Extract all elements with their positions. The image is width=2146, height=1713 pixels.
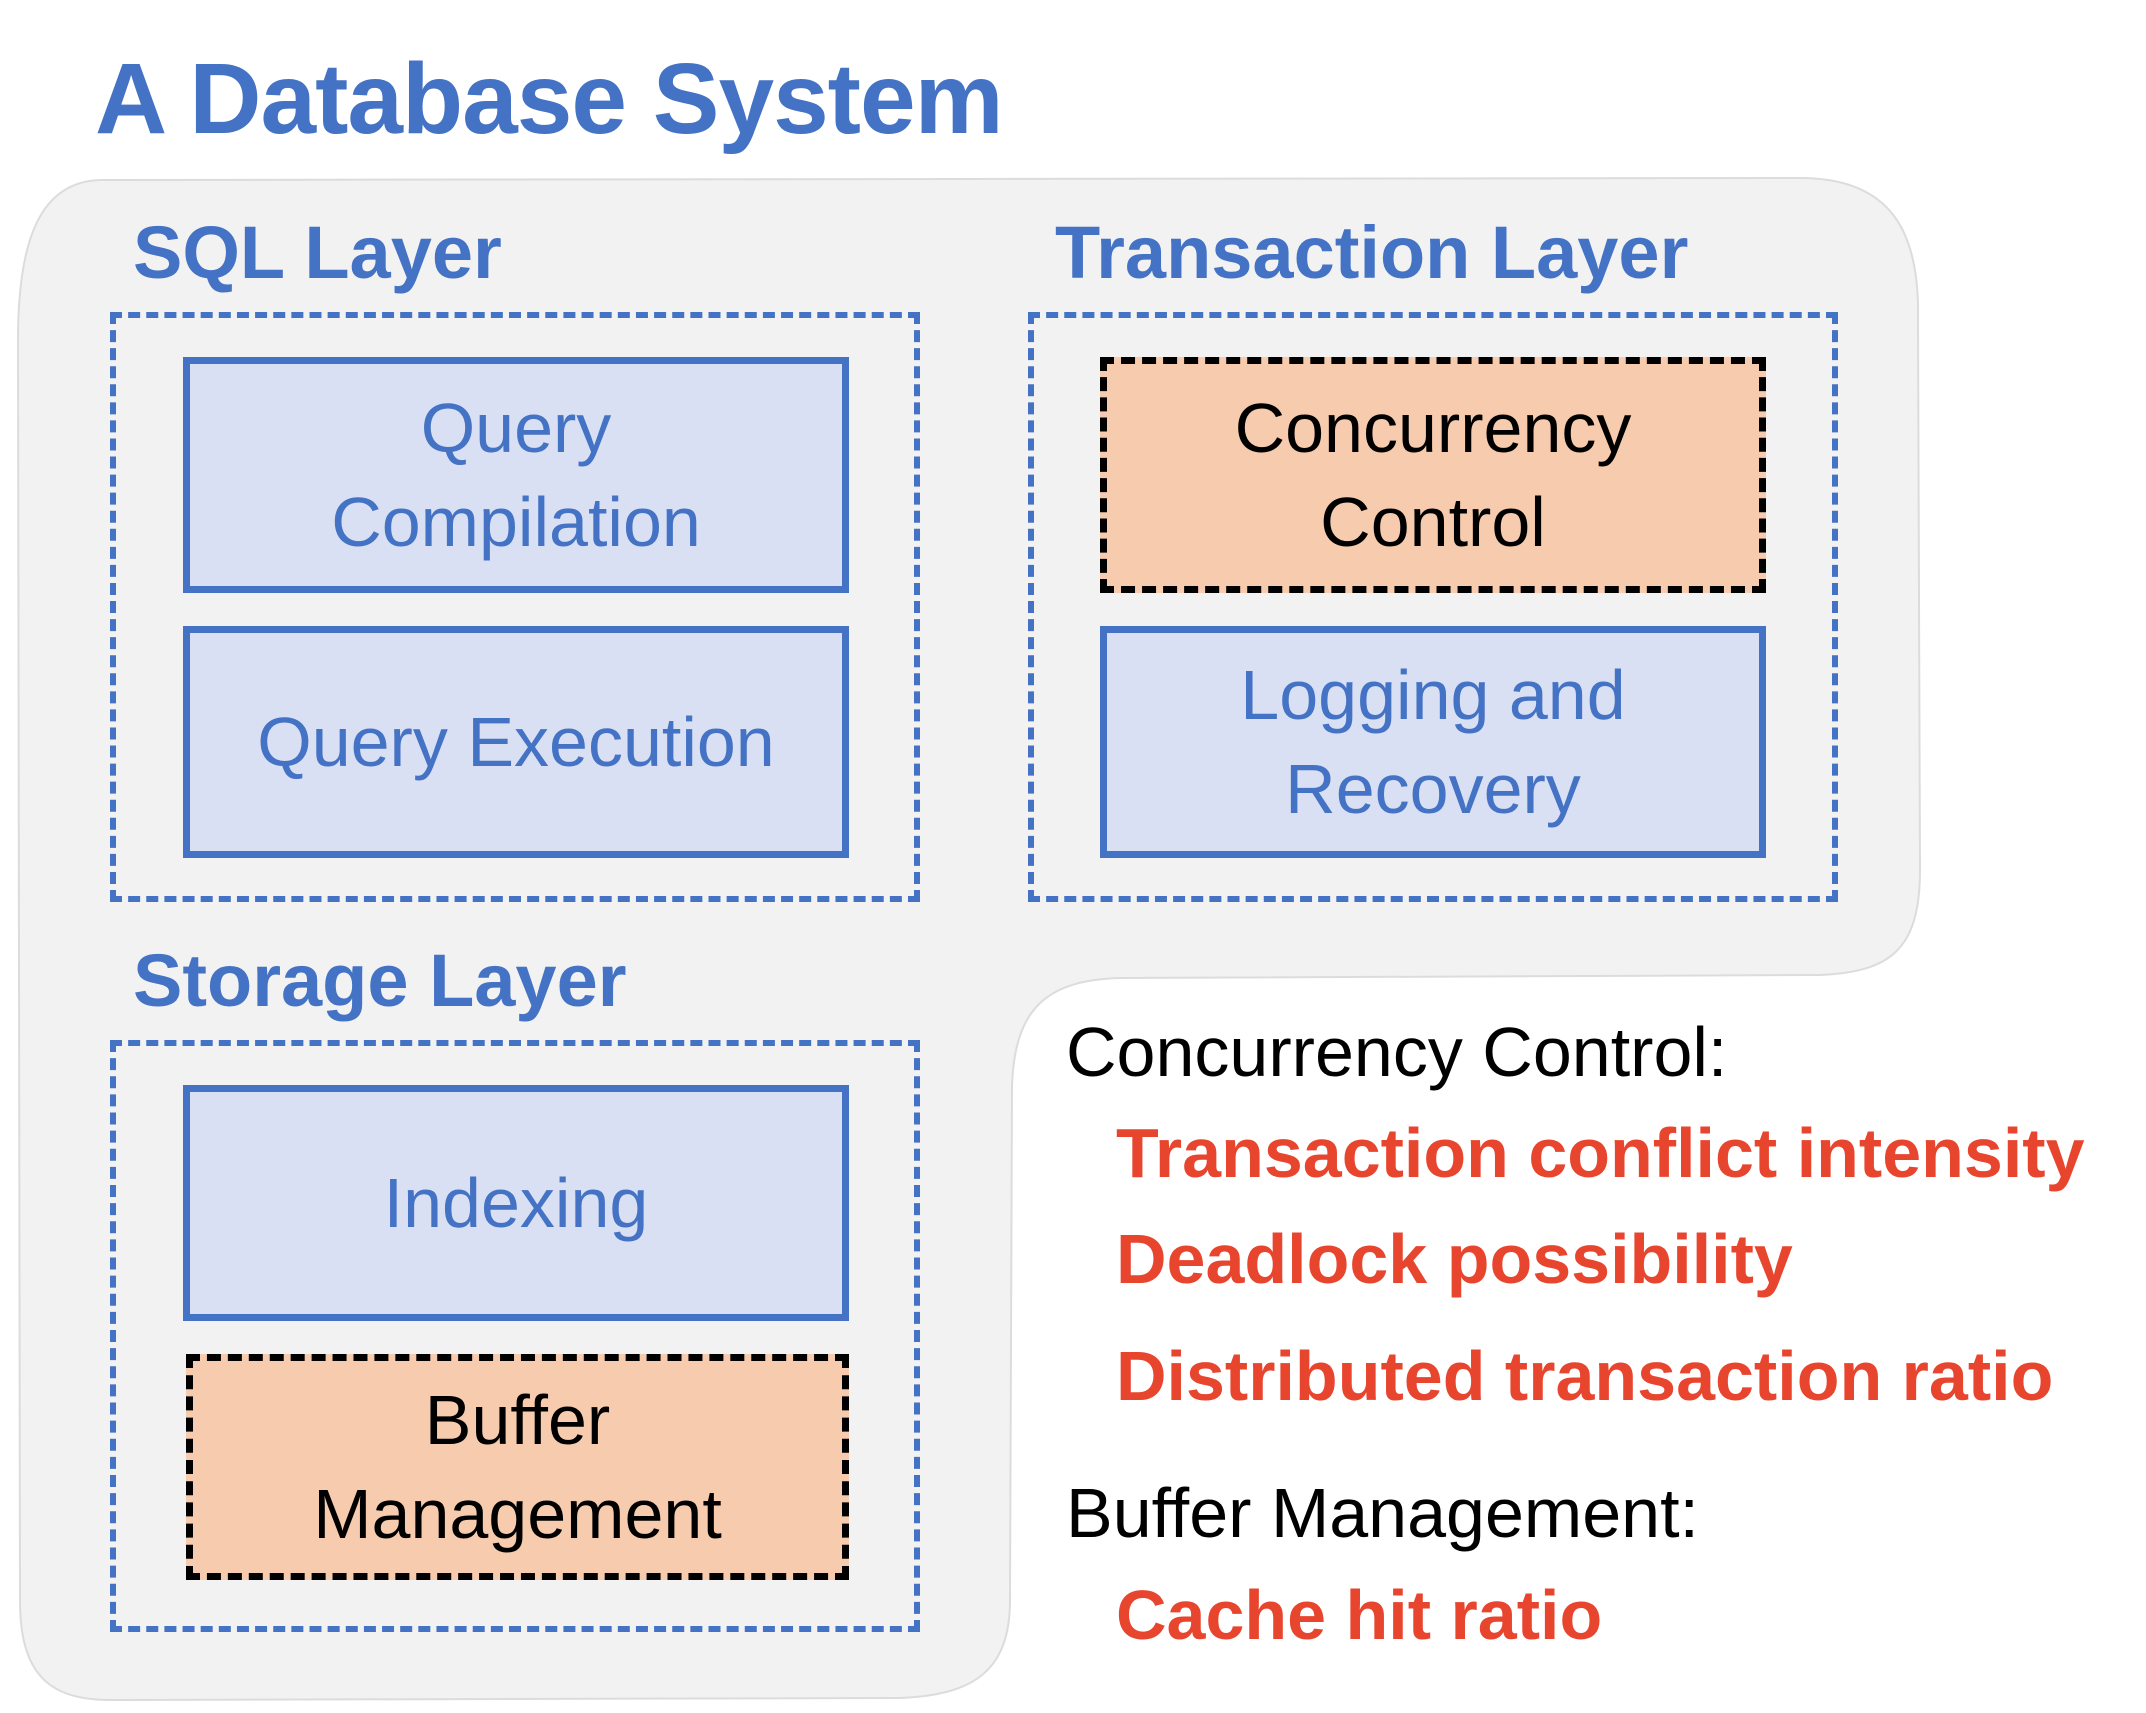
storage-layer-title: Storage Layer [133,939,627,1022]
page-title: A Database System [95,43,1004,155]
metric-item: Distributed transaction ratio [1116,1337,2054,1415]
component-label-line: Recovery [1285,750,1581,828]
sql-layer-box [110,312,920,902]
component-label-line: Query [420,388,612,467]
concurrency-control-component: Concurrency Control [1100,357,1766,593]
component-label-line: Logging and [1240,655,1626,734]
metric-item: Cache hit ratio [1116,1576,1603,1654]
component-label-line: Management [313,1475,722,1553]
indexing-component: Indexing [183,1085,849,1321]
component-label-line: Concurrency [1234,388,1632,467]
buffer-management-note-heading: Buffer Management: [1066,1474,1699,1552]
component-label-line: Compilation [331,483,701,561]
sql-layer-title: SQL Layer [133,211,502,294]
component-label-line: Indexing [383,1163,649,1242]
component-label-line: Buffer [424,1380,611,1459]
transaction-layer-title: Transaction Layer [1055,211,1689,294]
metric-item: Transaction conflict intensity [1116,1114,2085,1192]
metric-item: Deadlock possibility [1116,1220,1793,1298]
storage-layer-box [110,1040,920,1632]
buffer-management-component: Buffer Management [186,1354,849,1580]
component-label-line: Query Execution [257,702,775,781]
transaction-layer-box [1028,312,1838,902]
query-compilation-component: Query Compilation [183,357,849,593]
component-label-line: Control [1320,483,1546,561]
logging-recovery-component: Logging and Recovery [1100,626,1766,858]
concurrency-control-note-heading: Concurrency Control: [1066,1013,1728,1091]
query-execution-component: Query Execution [183,626,849,858]
